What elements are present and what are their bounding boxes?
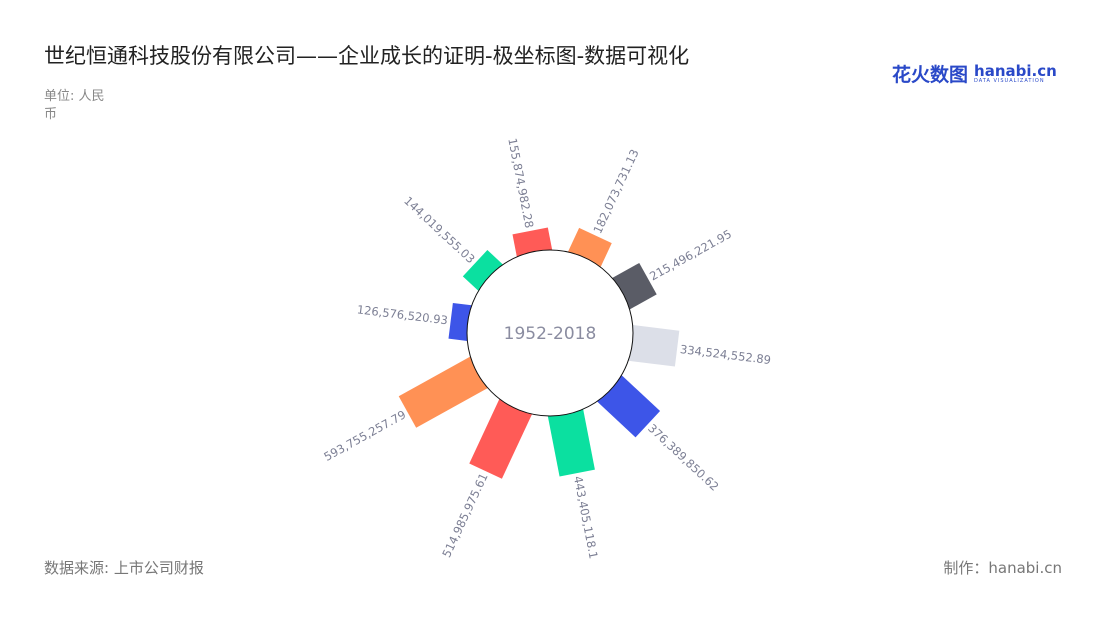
center-label: 1952-2018 [504,324,597,344]
polar-bar[interactable] [398,355,490,428]
data-label: 443,405,118.1 [571,475,601,560]
data-source: 数据来源: 上市公司财报 [44,559,204,577]
data-label: 215,496,221.95 [647,227,734,284]
polar-bar[interactable] [595,373,661,438]
data-label: 334,524,552.89 [679,342,771,367]
data-label: 514,985,975.61 [439,471,490,560]
polar-bar[interactable] [626,324,680,367]
data-label: 126,576,520.93 [356,302,448,327]
data-label: 593,755,257.79 [321,407,408,464]
polar-bar[interactable] [469,396,533,479]
logo-en: hanabi.cn [974,61,1057,80]
maker-credit: 制作：hanabi.cn [943,559,1062,577]
polar-bar[interactable] [547,407,595,477]
polar-bar[interactable] [462,249,505,293]
data-label: 144,019,555.03 [401,194,477,267]
center-circle [466,249,634,417]
data-label: 155,874,982.28 [505,137,536,229]
logo-sub: DATA VISUALIZATION [974,77,1045,84]
logo-cn: 花火数图 [892,64,969,86]
chart-title: 世纪恒通科技股份有限公司——企业成长的证明-极坐标图-数据可视化 [44,44,690,68]
data-label: 182,073,731.13 [590,147,641,236]
data-label: 376,389,850.62 [645,421,721,494]
unit-label: 单位: 人民币 [44,89,105,122]
